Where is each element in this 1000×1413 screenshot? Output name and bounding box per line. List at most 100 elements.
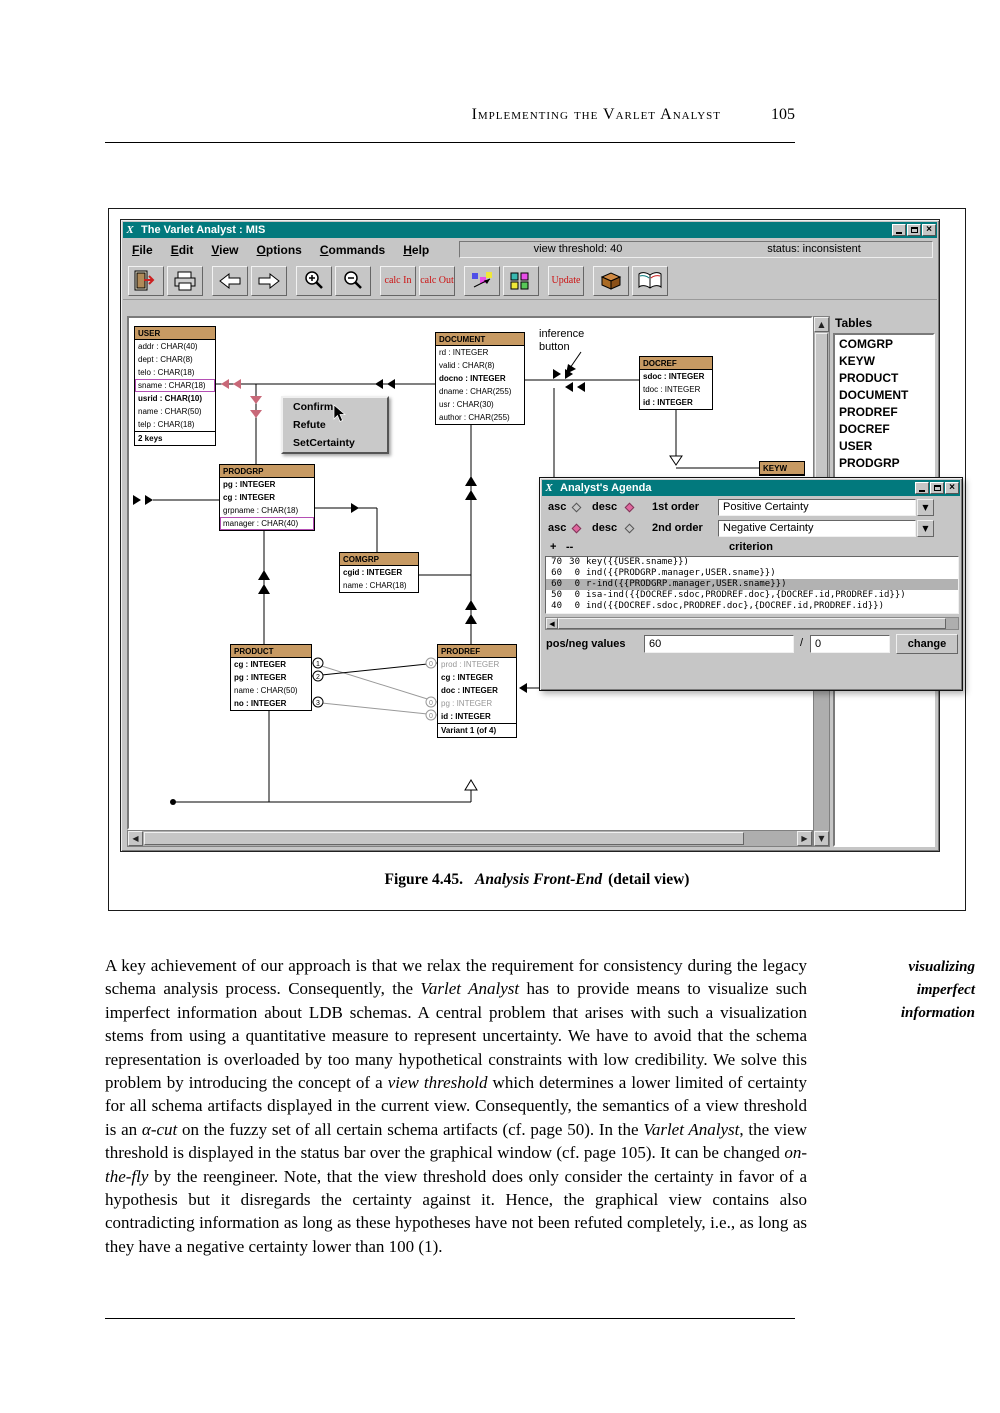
menu-item[interactable]: Options	[256, 243, 302, 257]
positive-value-field[interactable]: 60	[644, 635, 794, 653]
entity-attribute-row[interactable]: pg : INTEGER	[234, 673, 287, 682]
change-button[interactable]: change	[896, 634, 958, 654]
sort2-asc-radio-icon[interactable]	[571, 523, 582, 534]
entity-attribute-row[interactable]: docno : INTEGER	[439, 374, 506, 383]
entity-attribute-row[interactable]: name : CHAR(50)	[138, 407, 202, 416]
sort1-dropdown-icon[interactable]	[917, 499, 934, 516]
entity-prodgrp[interactable]: PRODGRP pg : INTEGER cg : INTEGER grpname …	[219, 464, 315, 531]
table-list-item[interactable]: PRODUCT	[839, 371, 899, 385]
entity-attribute-row[interactable]: cg : INTEGER	[223, 493, 276, 502]
entity-attribute-row[interactable]: cg : INTEGER	[234, 660, 287, 669]
print-button[interactable]	[167, 265, 203, 296]
entity-attribute-row[interactable]: usrid : CHAR(10)	[138, 394, 203, 403]
sort2-desc-label[interactable]: desc	[592, 522, 618, 534]
minimize-button[interactable]	[892, 224, 906, 236]
maximize-button[interactable]	[907, 224, 921, 236]
agenda-close-button[interactable]	[945, 482, 959, 494]
canvas-horizontal-scrollbar[interactable]	[127, 830, 813, 847]
scroll-right-icon[interactable]	[797, 831, 812, 846]
menu-item[interactable]: Commands	[319, 243, 386, 257]
table-list-item[interactable]: PRODGRP	[839, 456, 900, 470]
sort2-dropdown-icon[interactable]	[917, 520, 934, 537]
exit-button[interactable]	[128, 265, 164, 296]
scroll-left-icon[interactable]	[128, 831, 143, 846]
entity-attribute-row[interactable]: pg : INTEGER	[223, 480, 276, 489]
menu-item[interactable]: View	[211, 243, 239, 257]
sort1-asc-radio-icon[interactable]	[571, 502, 582, 513]
table-list-item[interactable]: USER	[839, 439, 873, 453]
agenda-horizontal-scrollbar[interactable]	[545, 617, 959, 630]
menu-item[interactable]: File	[132, 243, 153, 257]
entity-attribute-row[interactable]: usr : CHAR(30)	[439, 400, 494, 409]
zoom-in-button[interactable]	[296, 265, 332, 296]
table-list-item[interactable]: COMGRP	[839, 337, 893, 351]
entity-attribute-row[interactable]: id : INTEGER	[643, 398, 693, 407]
agenda-minimize-button[interactable]	[915, 482, 929, 494]
sort1-asc-label[interactable]: asc	[548, 501, 567, 513]
sort2-asc-label[interactable]: asc	[548, 522, 567, 534]
entity-attribute-row[interactable]: grpname : CHAR(18)	[223, 506, 299, 515]
agenda-scroll-left-icon[interactable]	[546, 618, 558, 629]
update-button[interactable]: Update	[548, 265, 584, 296]
scroll-up-icon[interactable]	[814, 317, 829, 332]
horizontal-scroll-thumb[interactable]	[144, 832, 744, 845]
entity-product[interactable]: PRODUCT cg : INTEGER pg : INTEGER name : C…	[230, 644, 312, 711]
legend-button[interactable]	[503, 265, 539, 296]
entity-attribute-row[interactable]: telp : CHAR(18)	[138, 420, 195, 429]
context-menu-item[interactable]: Confirm	[293, 401, 334, 413]
table-list-item[interactable]: DOCREF	[839, 422, 890, 436]
window-titlebar[interactable]: The Varlet Analyst : MIS	[123, 222, 937, 238]
entity-attribute-row[interactable]: no : INTEGER	[234, 699, 287, 708]
entity-comgrp[interactable]: COMGRP cgid : INTEGER name : CHAR(18)	[339, 552, 419, 593]
pan-left-button[interactable]	[212, 265, 248, 296]
entity-attribute-row[interactable]: dname : CHAR(255)	[439, 387, 512, 396]
entity-attribute-row[interactable]: cgid : INTEGER	[343, 568, 403, 577]
package-button[interactable]	[593, 265, 629, 296]
entity-attribute-row[interactable]: addr : CHAR(40)	[138, 342, 198, 351]
entity-comgrp-title[interactable]: COMGRP	[340, 553, 418, 566]
entity-keyw-title[interactable]: KEYW	[760, 462, 804, 475]
entity-attribute-row[interactable]: author : CHAR(255)	[439, 413, 510, 422]
entity-attribute-row[interactable]: id : INTEGER	[441, 712, 491, 721]
scroll-down-icon[interactable]	[814, 831, 829, 846]
entity-attribute-row[interactable]: tdoc : INTEGER	[643, 385, 701, 394]
pan-right-button[interactable]	[251, 265, 287, 296]
entity-document-title[interactable]: DOCUMENT	[436, 333, 524, 346]
entity-attribute-row[interactable]: name : CHAR(50)	[234, 686, 298, 695]
entity-attribute-row[interactable]: manager : CHAR(40)	[220, 517, 314, 530]
entity-user-title[interactable]: USER	[135, 327, 215, 340]
expand-button[interactable]: +	[550, 541, 557, 553]
negative-value-field[interactable]: 0	[810, 635, 890, 653]
context-menu-item[interactable]: SetCertainty	[293, 437, 355, 449]
entity-attribute-row[interactable]: sdoc : INTEGER	[643, 372, 705, 381]
help-book-button[interactable]	[632, 265, 668, 296]
entity-prodgrp-title[interactable]: PRODGRP	[220, 465, 314, 478]
entity-product-title[interactable]: PRODUCT	[231, 645, 311, 658]
entity-attribute-row[interactable]: telo : CHAR(18)	[138, 368, 195, 377]
sort1-criterion-select[interactable]: Positive Certainty	[718, 499, 916, 516]
calc-in-button[interactable]: calc In	[380, 265, 416, 296]
sort2-desc-radio-icon[interactable]	[624, 523, 635, 534]
entity-attribute-row[interactable]: doc : INTEGER	[441, 686, 498, 695]
menu-item[interactable]: Help	[403, 243, 430, 257]
agenda-titlebar[interactable]: Analyst's Agenda	[542, 480, 960, 496]
sort1-desc-label[interactable]: desc	[592, 501, 618, 513]
table-list-item[interactable]: DOCUMENT	[839, 388, 909, 402]
agenda-scroll-thumb[interactable]	[558, 618, 946, 629]
close-button[interactable]	[922, 224, 936, 236]
entity-attribute-row[interactable]: name : CHAR(18)	[343, 581, 407, 590]
zoom-out-button[interactable]	[335, 265, 371, 296]
entity-attribute-row[interactable]: cg : INTEGER	[441, 673, 494, 682]
entity-attribute-row[interactable]: rd : INTEGER	[439, 348, 489, 357]
entity-attribute-row[interactable]: sname : CHAR(18)	[135, 379, 215, 392]
calc-out-button[interactable]: calc Out	[419, 265, 455, 296]
entity-attribute-row[interactable]: pg : INTEGER	[441, 699, 493, 708]
entity-user[interactable]: USER addr : CHAR(40)dept : CHAR(8)telo :…	[134, 326, 216, 446]
entity-keyw[interactable]: KEYW	[759, 461, 805, 476]
